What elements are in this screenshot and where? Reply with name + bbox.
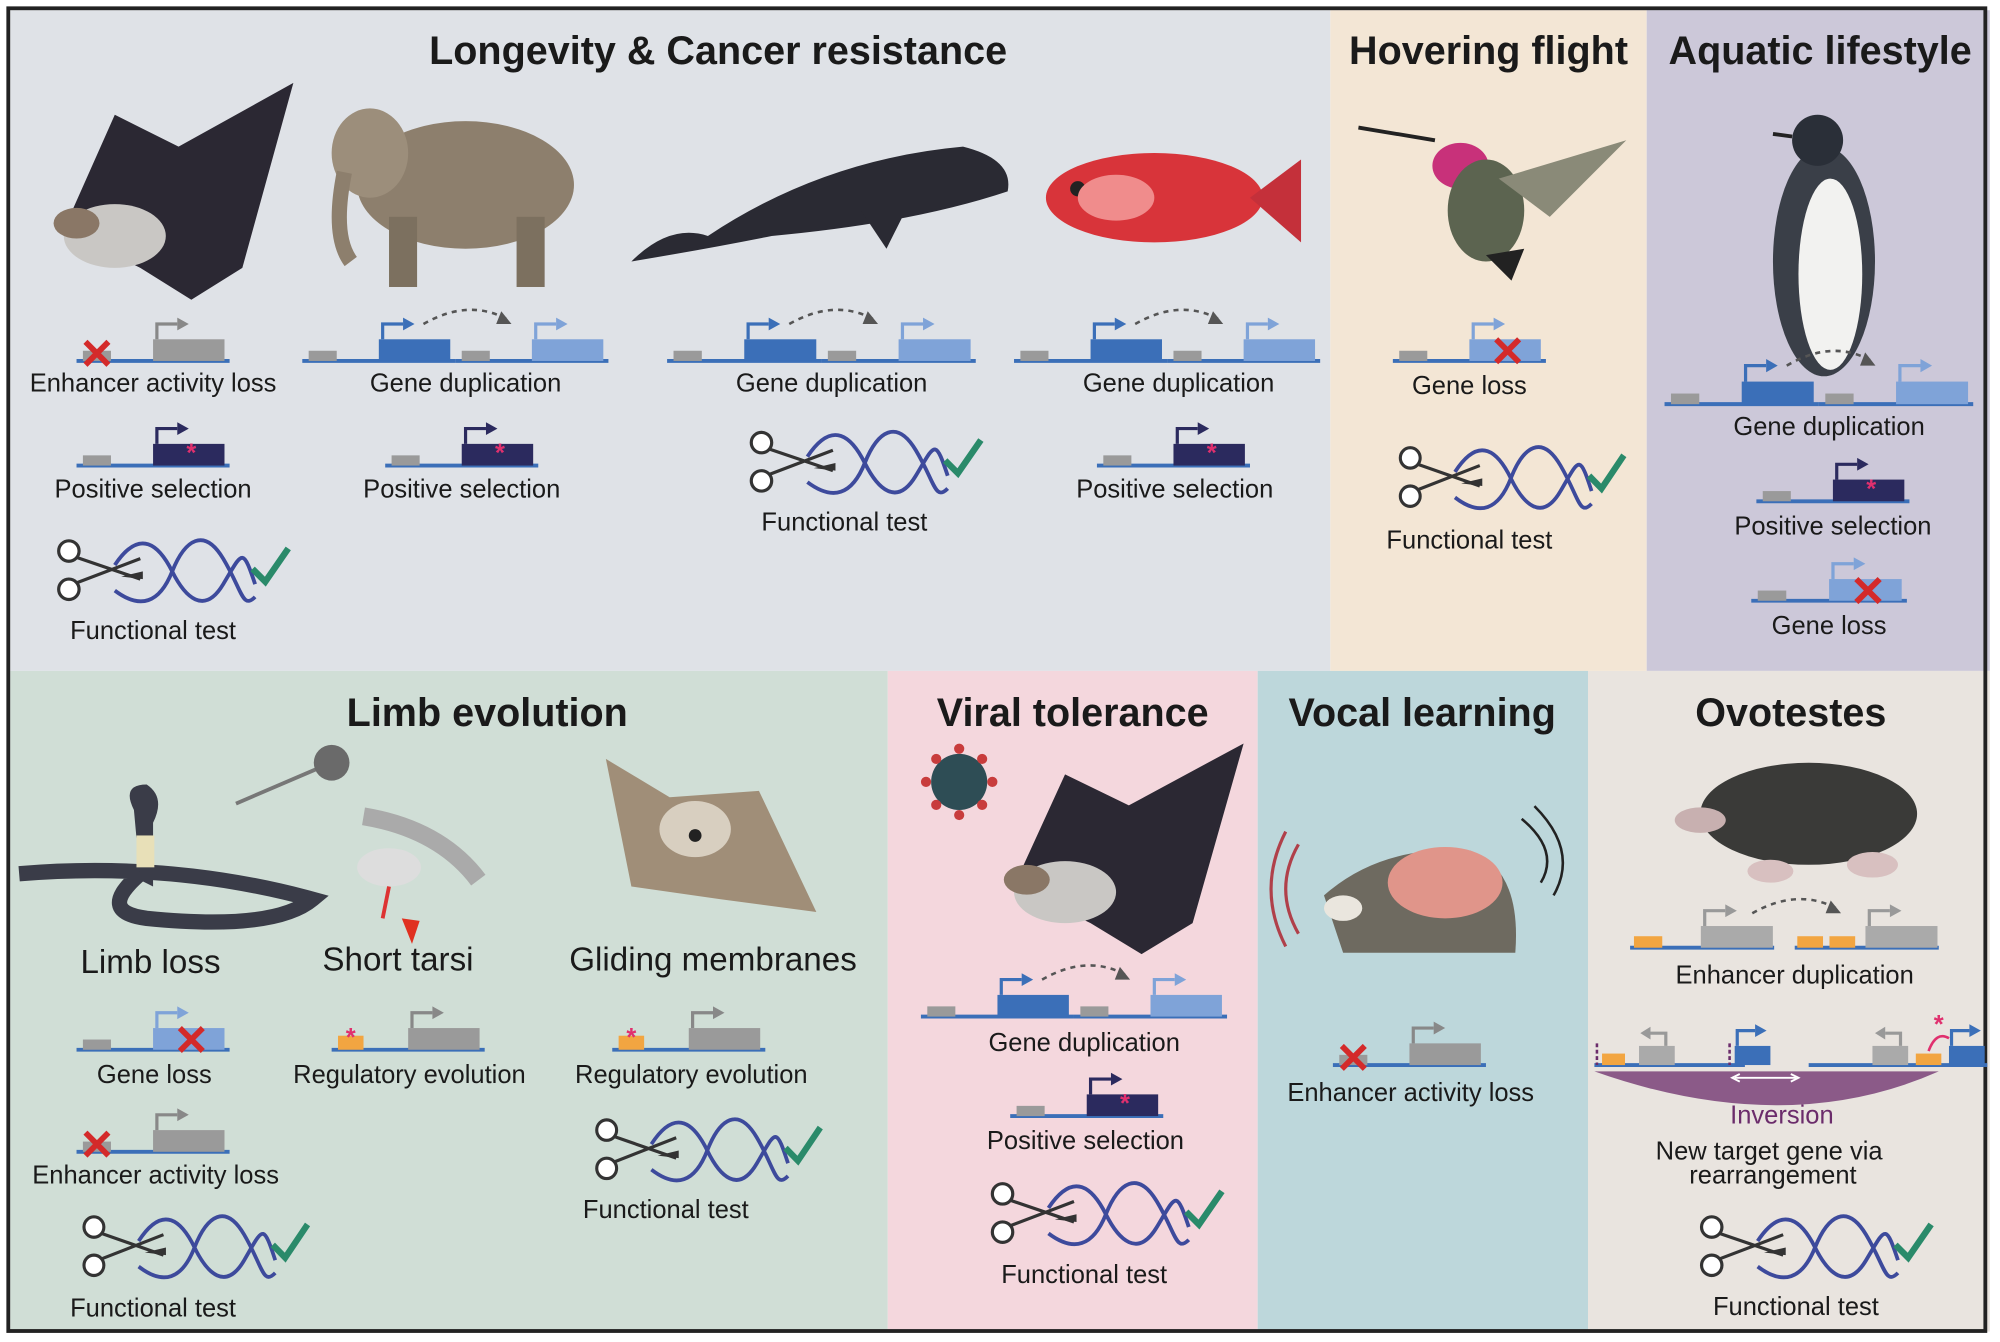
gene-loss-glyph bbox=[76, 1006, 230, 1054]
gene-duplication-glyph bbox=[920, 959, 1228, 1020]
label-functional-test: Functional test bbox=[1386, 526, 1553, 555]
functional-test-glyph bbox=[589, 1112, 825, 1194]
svg-text:*: * bbox=[1120, 1090, 1130, 1118]
bat-illustration-viral bbox=[989, 737, 1250, 955]
label-functional-test: Functional test bbox=[582, 1196, 749, 1225]
enhancer-activity-loss-glyph bbox=[76, 1108, 230, 1158]
svg-text:*: * bbox=[495, 440, 505, 468]
gene-duplication-glyph bbox=[1664, 344, 1974, 408]
virus-icon bbox=[918, 743, 1001, 821]
sugar-glider-illustration bbox=[593, 746, 829, 931]
label-positive-selection: Positive selection bbox=[54, 475, 252, 504]
label-functional-test: Functional test bbox=[1001, 1261, 1168, 1290]
elephant-illustration bbox=[312, 96, 593, 287]
label-gene-duplication: Gene duplication bbox=[369, 369, 562, 398]
label-positive-selection: Positive selection bbox=[1076, 475, 1274, 504]
svg-text:*: * bbox=[186, 440, 196, 468]
positive-selection-glyph: * bbox=[1010, 1072, 1164, 1120]
label-enhancer-duplication: Enhancer duplication bbox=[1675, 961, 1914, 990]
label-regulatory-evolution: Regulatory evolution bbox=[293, 1061, 526, 1090]
regulatory-evolution-glyph: * bbox=[331, 1006, 485, 1054]
label-positive-selection: Positive selection bbox=[986, 1127, 1185, 1156]
enhancer-duplication-glyph bbox=[1630, 890, 1939, 951]
label-enhancer-activity-loss: Enhancer activity loss bbox=[32, 1161, 279, 1191]
functional-test-glyph bbox=[51, 533, 293, 615]
title-hovering-flight: Hovering flight bbox=[1349, 28, 1629, 73]
label-functional-test: Functional test bbox=[761, 508, 928, 537]
gene-loss-glyph bbox=[1751, 557, 1907, 605]
rockfish-illustration bbox=[1040, 140, 1302, 255]
penguin-illustration bbox=[1760, 108, 1888, 382]
label-regulatory-evolution: Regulatory evolution bbox=[575, 1061, 808, 1090]
label-gene-duplication: Gene duplication bbox=[1733, 413, 1925, 442]
enhancer-activity-loss-glyph bbox=[1332, 1021, 1486, 1071]
functional-test-glyph bbox=[744, 425, 986, 507]
enhancer-activity-loss-glyph bbox=[76, 317, 230, 367]
snake-illustration bbox=[18, 784, 329, 931]
gene-duplication-glyph bbox=[1014, 304, 1321, 365]
svg-text:*: * bbox=[1934, 1011, 1944, 1039]
inversion-rearrangement-glyph: * bbox=[1594, 1011, 1988, 1106]
functional-test-glyph bbox=[1393, 440, 1629, 522]
gene-duplication-glyph bbox=[667, 304, 976, 365]
positive-selection-glyph: * bbox=[1096, 422, 1250, 469]
subtitle-short-tarsi: Short tarsi bbox=[322, 940, 474, 979]
gene-loss-glyph bbox=[1392, 317, 1546, 365]
title-ovotestes: Ovotestes bbox=[1695, 690, 1887, 735]
regulatory-evolution-glyph: * bbox=[612, 1006, 766, 1054]
bird-skeleton-illustration bbox=[235, 740, 486, 944]
positive-selection-glyph: * bbox=[76, 422, 230, 469]
svg-text:*: * bbox=[1866, 475, 1876, 503]
label-new-target-gene: New target gene via bbox=[1655, 1137, 1883, 1166]
gene-duplication-glyph bbox=[302, 304, 609, 365]
label-enhancer-activity-loss: Enhancer activity loss bbox=[29, 369, 277, 398]
label-gene-duplication: Gene duplication bbox=[1082, 369, 1275, 398]
label-gene-loss: Gene loss bbox=[1411, 372, 1527, 401]
whale-illustration bbox=[631, 134, 1014, 268]
positive-selection-glyph: * bbox=[385, 422, 539, 469]
title-longevity: Longevity & Cancer resistance bbox=[429, 28, 1008, 73]
seal-with-brain-illustration bbox=[1267, 793, 1573, 959]
positive-selection-glyph: * bbox=[1756, 457, 1910, 505]
title-limb-evolution: Limb evolution bbox=[346, 690, 628, 735]
hummingbird-illustration bbox=[1358, 115, 1628, 281]
subtitle-gliding-membranes: Gliding membranes bbox=[569, 940, 857, 979]
label-functional-test: Functional test bbox=[1712, 1293, 1879, 1322]
label-gene-duplication: Gene duplication bbox=[988, 1029, 1180, 1058]
label-enhancer-activity-loss: Enhancer activity loss bbox=[1287, 1079, 1535, 1108]
panel-vocal-learning bbox=[1257, 670, 1589, 1332]
svg-text:*: * bbox=[1207, 440, 1217, 468]
label-functional-test: Functional test bbox=[70, 1294, 237, 1323]
label-rearrangement: rearrangement bbox=[1689, 1161, 1857, 1191]
label-positive-selection: Positive selection bbox=[363, 475, 561, 504]
title-vocal-learning: Vocal learning bbox=[1288, 690, 1556, 735]
label-gene-duplication: Gene duplication bbox=[735, 369, 928, 398]
label-gene-loss: Gene loss bbox=[1771, 612, 1887, 641]
label-positive-selection: Positive selection bbox=[1734, 512, 1932, 541]
title-viral-tolerance: Viral tolerance bbox=[936, 690, 1209, 735]
label-functional-test: Functional test bbox=[70, 617, 237, 646]
label-gene-loss: Gene loss bbox=[96, 1061, 212, 1090]
label-inversion: Inversion bbox=[1730, 1102, 1834, 1131]
functional-test-glyph bbox=[77, 1209, 313, 1291]
title-aquatic-lifestyle: Aquatic lifestyle bbox=[1668, 28, 1972, 73]
functional-test-glyph bbox=[985, 1176, 1227, 1258]
functional-test-glyph bbox=[1694, 1209, 1936, 1291]
svg-text:*: * bbox=[346, 1024, 356, 1052]
bat-illustration bbox=[38, 77, 299, 300]
svg-text:*: * bbox=[626, 1024, 636, 1052]
subtitle-limb-loss: Limb loss bbox=[80, 942, 221, 981]
mole-illustration bbox=[1668, 750, 1923, 884]
